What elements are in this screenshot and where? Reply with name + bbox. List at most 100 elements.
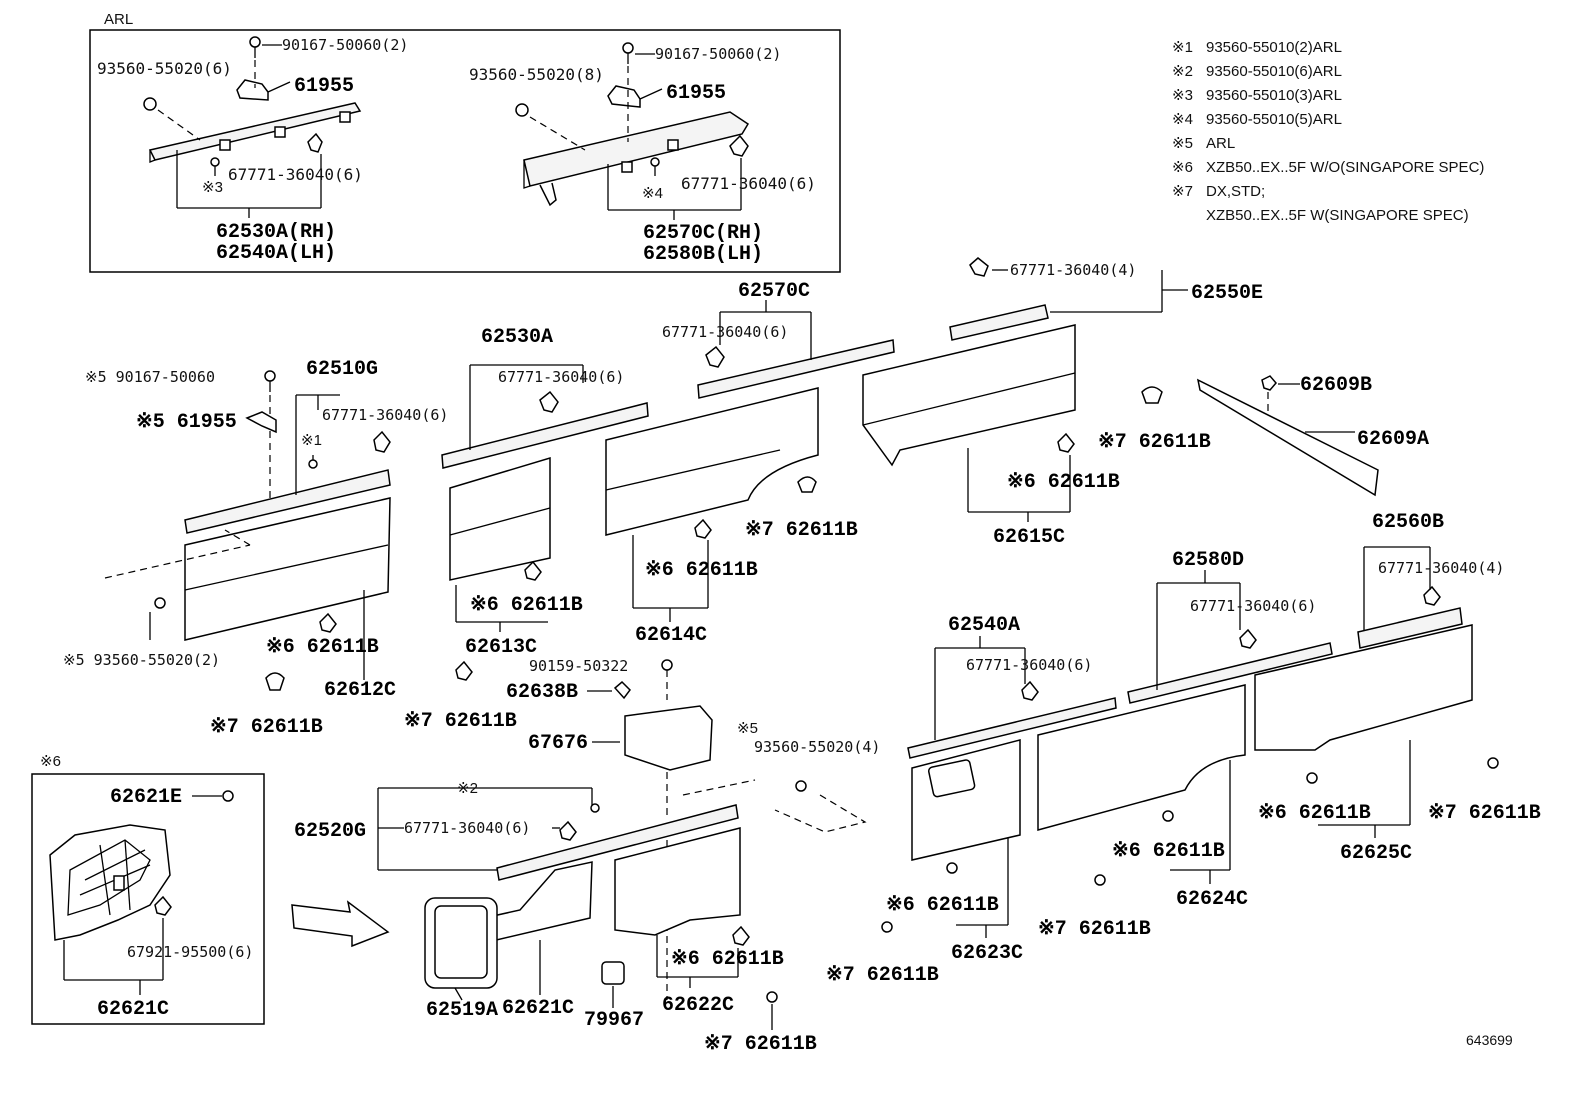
label-62614c: 62614C <box>635 624 707 647</box>
inset-6: ※6 <box>31 753 265 1025</box>
label-62611b: ※7 62611B <box>704 1033 817 1056</box>
label-62621e: 62621E <box>110 786 182 809</box>
fastener-icon <box>969 257 989 277</box>
inset-left-bolt: 90167-50060(2) <box>282 36 408 54</box>
panel-62622c <box>614 827 741 936</box>
screw-icon <box>650 157 660 167</box>
label-62623c: 62623C <box>951 942 1023 965</box>
note-mark: ※6 <box>1172 159 1193 176</box>
clip-icon <box>795 780 807 792</box>
panel-62624c <box>1037 684 1246 831</box>
panel-62615c <box>862 324 1076 467</box>
inset-right-bolt: 90167-50060(2) <box>655 45 781 63</box>
panel-62614c <box>605 387 819 536</box>
panel-62613c <box>449 456 551 581</box>
tank-67676-icon <box>624 705 713 771</box>
note-mark: ※1 <box>1172 39 1193 56</box>
label-61955: ※5 61955 <box>136 411 237 434</box>
fastener-icon <box>1306 772 1318 784</box>
fastener-icon <box>373 430 391 453</box>
fastener-icon <box>1057 432 1075 453</box>
bolt-icon <box>622 42 634 54</box>
label-62611b: ※6 62611B <box>1258 802 1371 825</box>
label-62530a: 62530A <box>481 326 553 349</box>
label-62611b: ※7 62611B <box>1098 431 1211 454</box>
label-62609b: 62609B <box>1300 374 1372 397</box>
fastener-icon <box>729 134 749 157</box>
screw-icon <box>308 459 318 469</box>
inset-left-part-lh: 62540A(LH) <box>216 242 336 265</box>
note-text: 93560-55010(3)ARL <box>1206 87 1342 104</box>
label-62520g: 62520G <box>294 820 366 843</box>
label-note-1: ※1 <box>301 432 322 449</box>
bolt-icon <box>881 921 893 933</box>
note-text: XZB50..EX..5F W(SINGAPORE SPEC) <box>1206 207 1469 224</box>
label-note-5: ※5 <box>737 720 758 737</box>
fastener-icon <box>539 390 559 413</box>
inset-6-label: ※6 <box>40 753 61 770</box>
label-93560-55020-4: 93560-55020(4) <box>754 738 880 756</box>
label-67771-e: 67771-36040(4) <box>1378 559 1504 577</box>
label-67771-b: 67771-36040(6) <box>498 368 624 386</box>
note-mark: ※7 <box>1172 183 1193 200</box>
catalog-id: 643699 <box>1466 1032 1513 1048</box>
label-67771-c: 67771-36040(6) <box>662 323 788 341</box>
label-62519a: 62519A <box>426 999 498 1022</box>
label-67771-f: 67771-36040(6) <box>1190 597 1316 615</box>
fastener-icon <box>307 132 323 153</box>
label-62621c: 62621C <box>502 997 574 1020</box>
rail-62580d <box>1127 642 1333 704</box>
label-62611b: ※7 62611B <box>826 964 939 987</box>
right-panel-group <box>881 546 1499 938</box>
label-62560b: 62560B <box>1372 511 1444 534</box>
label-62611b: ※7 62611B <box>1038 918 1151 941</box>
label-62611b: ※7 62611B <box>1428 802 1541 825</box>
label-62611b: ※6 62611B <box>470 594 583 617</box>
panel-62625c <box>1254 624 1473 751</box>
push-clip-icon <box>455 660 473 681</box>
direction-arrow-icon <box>291 900 390 948</box>
rail-62510g <box>184 469 391 534</box>
bracket-61955-icon <box>245 411 277 434</box>
push-clip-icon <box>797 476 817 493</box>
bolt-icon <box>661 659 673 671</box>
fastener-icon <box>524 560 542 581</box>
panel-62614c-group <box>605 300 895 622</box>
fastener-icon <box>1162 810 1174 822</box>
note-text: DX,STD; <box>1206 183 1265 200</box>
label-90167-50060: ※5 90167-50060 <box>85 368 215 386</box>
label-62540a: 62540A <box>948 614 1020 637</box>
push-clip-icon <box>265 672 285 691</box>
bolt-icon <box>1094 874 1106 886</box>
label-62580d: 62580D <box>1172 549 1244 572</box>
bolt-icon <box>1487 757 1499 769</box>
fastener-icon <box>1423 585 1441 606</box>
note-text: XZB50..EX..5F W/O(SINGAPORE SPEC) <box>1206 159 1484 176</box>
rail-62530a <box>441 402 649 469</box>
rail-62570c <box>697 339 895 399</box>
panel-62615c-group <box>862 257 1188 522</box>
clip-icon <box>143 97 157 111</box>
label-62621c-inset: 62621C <box>97 998 169 1021</box>
inset-right-note: ※4 <box>642 185 663 202</box>
label-67921-95500: 67921-95500(6) <box>127 943 253 961</box>
label-62611b: ※6 62611B <box>886 894 999 917</box>
label-67771-h: 67771-36040(6) <box>404 819 530 837</box>
inset-right-clip: 93560-55020(8) <box>469 65 604 84</box>
inset-right-rail <box>515 42 750 220</box>
inset-left-bracket: 61955 <box>294 75 354 98</box>
label-62611b: ※7 62611B <box>210 716 323 739</box>
label-90159-50322: 90159-50322 <box>529 657 628 675</box>
fastener-icon <box>694 518 712 539</box>
label-62638b: 62638B <box>506 681 578 704</box>
fastener-icon <box>154 895 172 916</box>
bolt-icon <box>222 790 234 802</box>
label-67771-g: 67771-36040(6) <box>966 656 1092 674</box>
note-text: ARL <box>1206 135 1235 152</box>
panel-62612c-group <box>104 370 391 691</box>
bracket-61955-icon <box>607 85 641 108</box>
clip-icon <box>613 680 631 700</box>
label-67676: 67676 <box>528 732 588 755</box>
note-text: 93560-55010(5)ARL <box>1206 111 1342 128</box>
